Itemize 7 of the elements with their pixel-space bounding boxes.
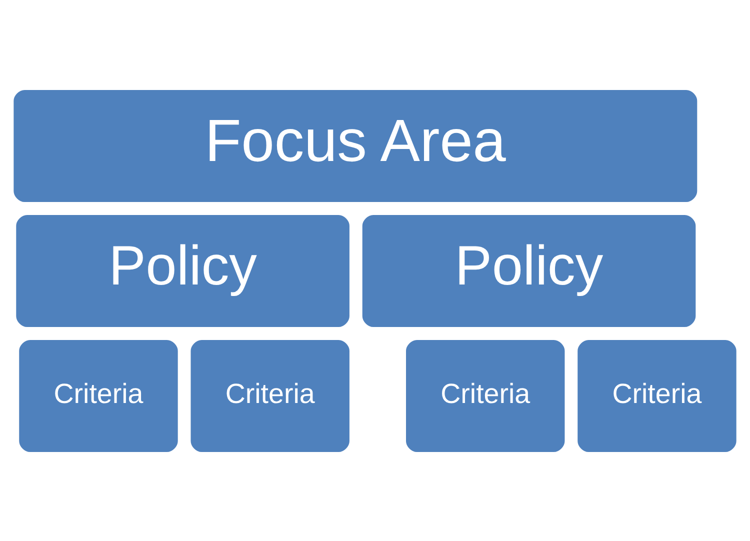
node-box: Criteria [576,337,738,454]
node-box: Criteria [188,337,352,454]
node-box: Focus Area [12,87,700,204]
node-box: Criteria [404,337,567,454]
node-box: Criteria [17,337,180,454]
node-box: Policy [360,212,698,329]
node-box: Policy [14,212,352,329]
